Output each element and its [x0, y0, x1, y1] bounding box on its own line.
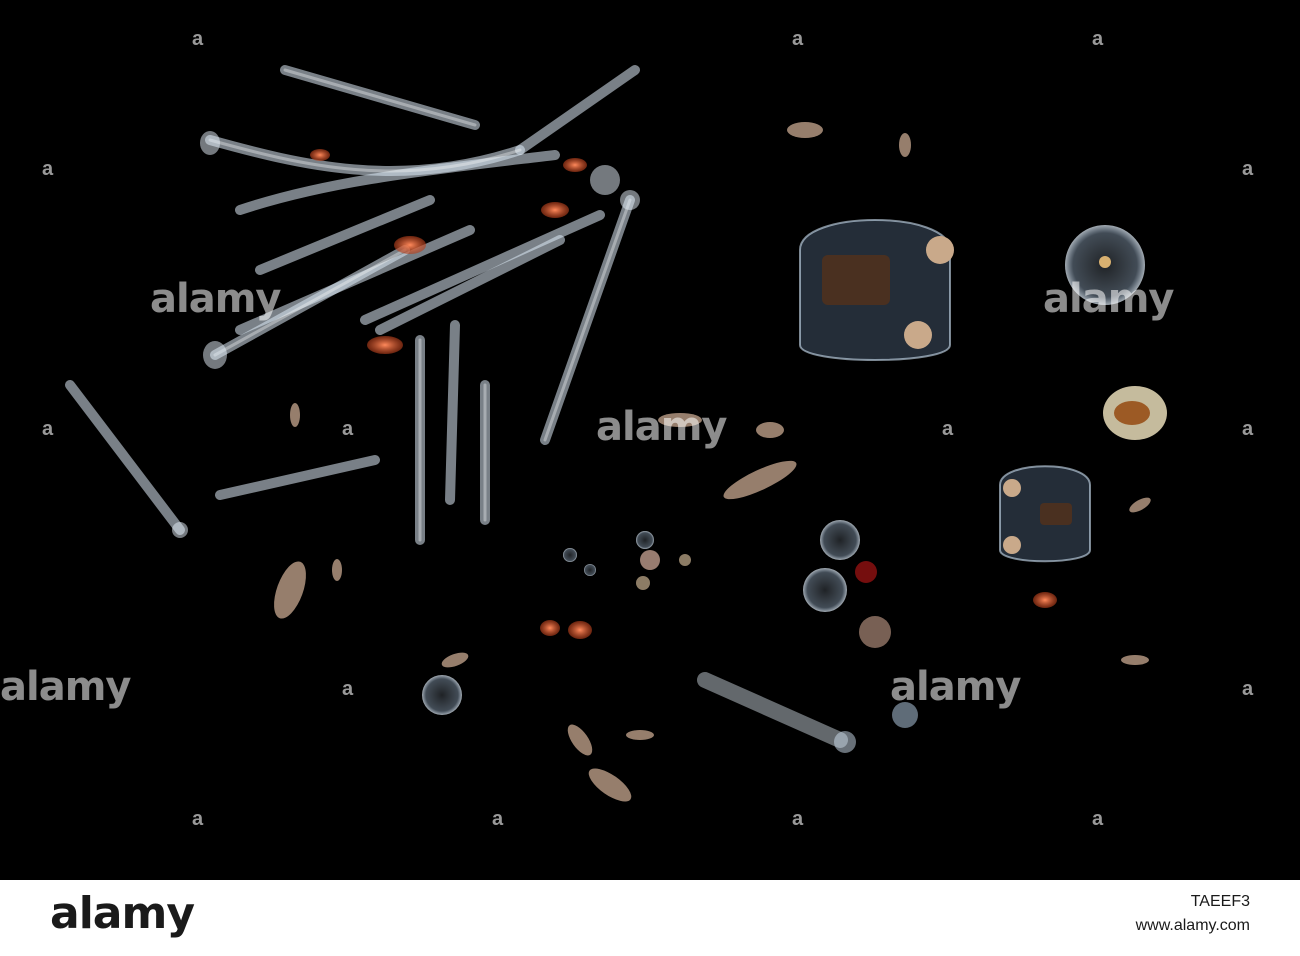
crustaceans — [274, 122, 1151, 802]
watermark-lock-icon: a — [192, 28, 204, 50]
arrow-worm-highlights — [208, 68, 632, 542]
watermark-lock-icon: a — [42, 418, 54, 440]
site-url: www.alamy.com — [1135, 917, 1250, 934]
image-id: TAEEF3 — [1190, 893, 1250, 910]
watermark-lock-icon: a — [1242, 678, 1254, 700]
watermark-lock-icon: a — [42, 158, 54, 180]
jellyfish-small — [999, 465, 1091, 563]
watermark-text: alamy — [150, 276, 281, 322]
watermark-lock-icon: a — [342, 678, 354, 700]
alamy-logo: alamy — [50, 888, 195, 939]
watermark-lock-icon: a — [1092, 808, 1104, 830]
watermark-lock-icon: a — [192, 808, 204, 830]
watermark-text: alamy — [0, 664, 131, 710]
watermark-lock-icon: a — [942, 418, 954, 440]
stock-footer: alamy TAEEF3 www.alamy.com — [0, 880, 1300, 956]
plankton-photo — [65, 65, 1167, 802]
watermark-text: alamy — [596, 404, 727, 450]
watermark-lock-icon: a — [1242, 418, 1254, 440]
worm-heads — [172, 131, 640, 538]
watermark-lock-icon: a — [342, 418, 354, 440]
jellyfish-large — [799, 219, 954, 361]
watermark-text: alamy — [890, 664, 1021, 710]
plankton-illustration — [65, 65, 1167, 802]
eggs-and-bubbles — [422, 520, 918, 728]
watermark-lock-icon: a — [1242, 158, 1254, 180]
watermark-text: alamy — [1043, 276, 1174, 322]
watermark-lock-icon: a — [492, 808, 504, 830]
watermark-lock-icon: a — [1092, 28, 1104, 50]
arrow-worms — [65, 65, 640, 545]
watermark-lock-icon: a — [792, 28, 804, 50]
orange-copepods — [310, 149, 1057, 639]
image-credit: TAEEF3 www.alamy.com — [1136, 890, 1250, 938]
watermark-lock-icon: a — [792, 808, 804, 830]
